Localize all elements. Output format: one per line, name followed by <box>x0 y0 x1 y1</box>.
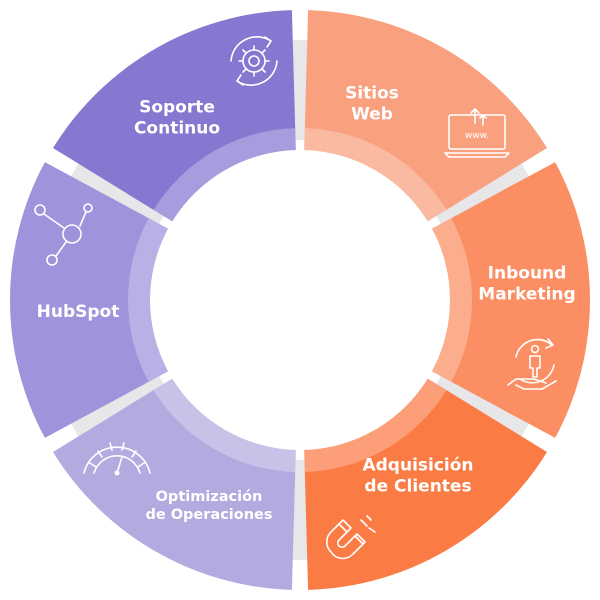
laptop-web-icon: www. <box>444 108 510 158</box>
segment-inbound-marketing <box>431 162 590 438</box>
inner-band-soporte-continuo <box>153 128 296 222</box>
segment-hubspot <box>9 162 169 438</box>
inner-band-inbound-marketing <box>431 218 472 382</box>
speedometer-icon <box>83 442 151 476</box>
inner-band-hubspot <box>127 218 169 382</box>
label-soporte-continuo-1: Soporte <box>139 98 215 118</box>
label-optimizacion-operaciones-2: de Operaciones <box>145 507 272 523</box>
hubspot-icon <box>34 203 93 266</box>
inner-band-sitios-web <box>304 128 447 222</box>
label-adquisicion-clientes-2: de Clientes <box>364 476 471 496</box>
label-soporte-continuo-2: Continuo <box>134 118 220 138</box>
center-disc <box>150 150 450 450</box>
inner-ring <box>127 128 472 472</box>
label-adquisicion-clientes-1: Adquisición <box>362 456 473 476</box>
segment-optimizacion-operaciones <box>52 378 296 590</box>
segment-soporte-continuo <box>52 10 296 222</box>
label-sitios-web-1: Sitios <box>345 84 399 104</box>
segment-adquisicion-clientes <box>304 378 548 590</box>
wheel-segments <box>9 10 590 590</box>
label-inbound-marketing-1: Inbound <box>488 264 567 284</box>
label-optimizacion-operaciones-1: Optimización <box>156 489 263 505</box>
label-inbound-marketing-2: Marketing <box>478 284 575 304</box>
label-sitios-web-2: Web <box>351 104 393 124</box>
gear-cycle-icon <box>230 36 278 86</box>
label-hubspot-1: HubSpot <box>37 302 120 322</box>
magnet-icon <box>326 515 376 560</box>
inner-band-adquisicion-clientes <box>304 378 447 472</box>
hand-person-cycle-icon <box>507 338 557 390</box>
segment-sitios-web <box>304 10 548 222</box>
inner-band-optimizacion-operaciones <box>153 378 296 472</box>
www-text: www. <box>465 131 489 141</box>
